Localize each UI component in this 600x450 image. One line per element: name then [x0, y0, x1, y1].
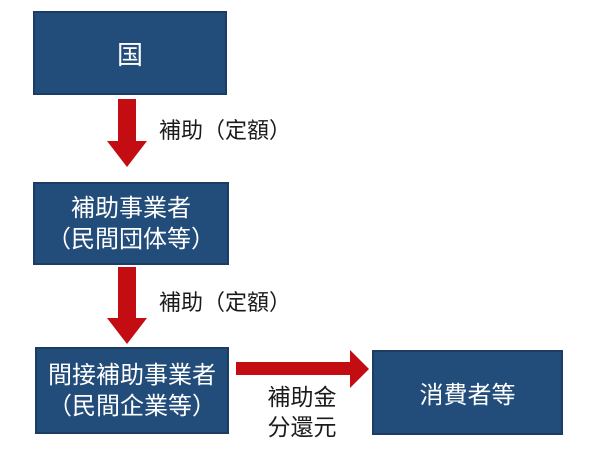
- node-consumers-label: 消費者等: [419, 381, 516, 409]
- node-subsidy-operator-line2: （民間団体等）: [47, 224, 215, 253]
- node-subsidy-operator-line1: 補助事業者: [71, 193, 191, 222]
- right-arrow-head: [350, 350, 369, 388]
- down-arrow-head: [107, 141, 147, 167]
- node-indirect-subsidy-operator-line1: 間接補助事業者: [48, 360, 216, 389]
- node-consumers: 消費者等: [372, 350, 563, 435]
- arrow-label-subsidy-refund: 補助金 分還元: [248, 383, 356, 443]
- arrow-label-subsidy-refund-line2: 分還元: [267, 415, 337, 441]
- node-national-government-label: 国: [116, 40, 143, 71]
- node-national-government: 国: [33, 11, 227, 95]
- node-indirect-subsidy-operator-line2: （民間企業等）: [48, 391, 216, 420]
- arrow-label-subsidy-refund-line1: 補助金: [267, 385, 337, 411]
- down-arrow-shaft: [118, 99, 136, 141]
- node-indirect-subsidy-operator: 間接補助事業者 （民間企業等）: [35, 347, 229, 434]
- right-arrow-shaft: [236, 362, 350, 375]
- arrow-label-subsidy-fixed-2: 補助（定額）: [159, 291, 292, 316]
- down-arrow-shaft: [118, 267, 136, 318]
- node-subsidy-operator: 補助事業者 （民間団体等）: [33, 182, 229, 265]
- arrow-label-subsidy-fixed-1: 補助（定額）: [159, 119, 292, 144]
- down-arrow-head: [107, 318, 147, 344]
